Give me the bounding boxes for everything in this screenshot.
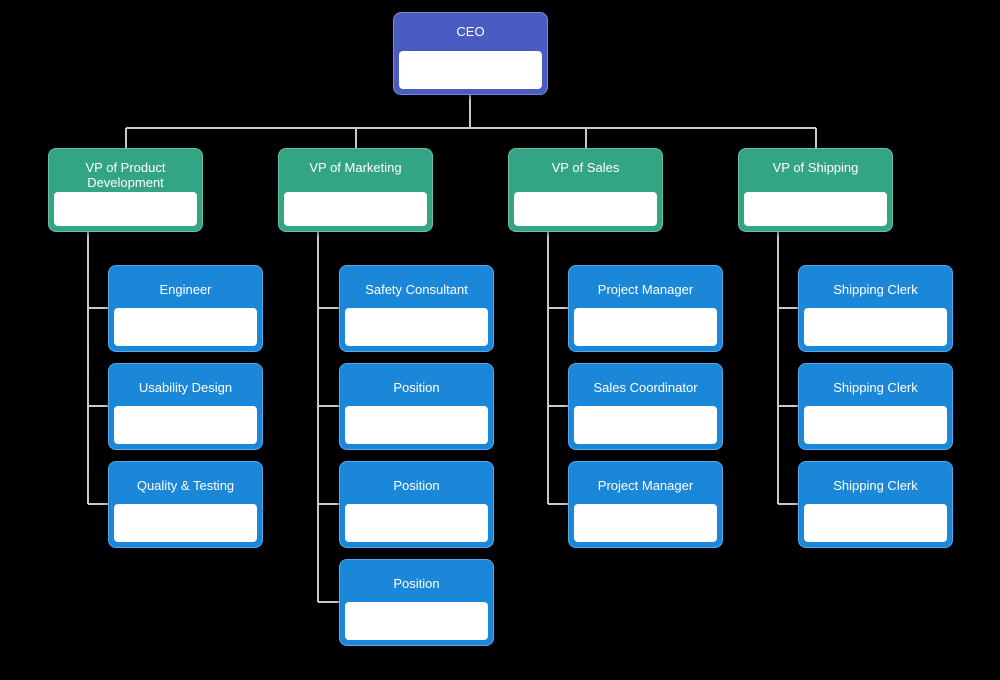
node-title-label: Position — [393, 576, 440, 591]
node-title-label: Shipping Clerk — [833, 282, 918, 297]
node-title-label: Engineer — [159, 282, 212, 297]
node-name-field[interactable] — [345, 504, 488, 542]
node-name-field[interactable] — [574, 504, 717, 542]
org-node-ceo[interactable]: CEO — [393, 12, 548, 95]
org-node-position-3[interactable]: Position — [339, 559, 494, 646]
org-node-engineer[interactable]: Engineer — [108, 265, 263, 352]
org-node-vp-sales[interactable]: VP of Sales — [508, 148, 663, 232]
node-title-label: Sales Coordinator — [593, 380, 698, 395]
node-title-label: VP of Sales — [551, 160, 620, 175]
node-name-field[interactable] — [114, 308, 257, 346]
node-title-label: Position — [393, 478, 440, 493]
node-name-field[interactable] — [54, 192, 197, 226]
node-name-field[interactable] — [399, 51, 542, 89]
node-title-label: Position — [393, 380, 440, 395]
node-title-label: Quality & Testing — [136, 478, 235, 493]
node-name-field[interactable] — [284, 192, 427, 226]
node-name-field[interactable] — [345, 602, 488, 640]
org-node-vp-product-development[interactable]: VP of Product Development — [48, 148, 203, 232]
node-title-label: Safety Consultant — [365, 282, 468, 297]
connector-vp-shipping-children — [777, 232, 798, 505]
node-title-label: VP of Product Development — [85, 160, 166, 190]
node-name-field[interactable] — [345, 406, 488, 444]
node-title-label: Usability Design — [138, 380, 233, 395]
org-node-position-2[interactable]: Position — [339, 461, 494, 548]
node-name-field[interactable] — [345, 308, 488, 346]
node-name-field[interactable] — [574, 406, 717, 444]
node-name-field[interactable] — [114, 406, 257, 444]
node-title-label: CEO — [456, 24, 485, 39]
org-node-project-manager-1[interactable]: Project Manager — [568, 265, 723, 352]
org-node-vp-shipping[interactable]: VP of Shipping — [738, 148, 893, 232]
node-title-label: Shipping Clerk — [833, 380, 918, 395]
node-name-field[interactable] — [114, 504, 257, 542]
org-node-vp-marketing[interactable]: VP of Marketing — [278, 148, 433, 232]
connector-ceo-to-vps — [125, 95, 817, 148]
node-title-label: VP of Marketing — [309, 160, 402, 175]
node-title-label: VP of Shipping — [772, 160, 859, 175]
node-name-field[interactable] — [804, 504, 947, 542]
org-node-shipping-clerk-2[interactable]: Shipping Clerk — [798, 363, 953, 450]
node-title-label: Project Manager — [597, 478, 694, 493]
org-node-project-manager-2[interactable]: Project Manager — [568, 461, 723, 548]
node-title-label: Project Manager — [597, 282, 694, 297]
org-node-shipping-clerk-3[interactable]: Shipping Clerk — [798, 461, 953, 548]
node-name-field[interactable] — [804, 406, 947, 444]
org-node-shipping-clerk-1[interactable]: Shipping Clerk — [798, 265, 953, 352]
org-node-position-1[interactable]: Position — [339, 363, 494, 450]
node-title-label: Shipping Clerk — [833, 478, 918, 493]
connector-vp-product-children — [87, 232, 108, 505]
org-node-safety-consultant[interactable]: Safety Consultant — [339, 265, 494, 352]
org-node-sales-coordinator[interactable]: Sales Coordinator — [568, 363, 723, 450]
node-name-field[interactable] — [514, 192, 657, 226]
connector-vp-marketing-children — [317, 232, 339, 603]
connector-vp-sales-children — [547, 232, 568, 505]
node-name-field[interactable] — [574, 308, 717, 346]
node-name-field[interactable] — [804, 308, 947, 346]
node-name-field[interactable] — [744, 192, 887, 226]
org-node-quality-testing[interactable]: Quality & Testing — [108, 461, 263, 548]
org-node-usability-design[interactable]: Usability Design — [108, 363, 263, 450]
